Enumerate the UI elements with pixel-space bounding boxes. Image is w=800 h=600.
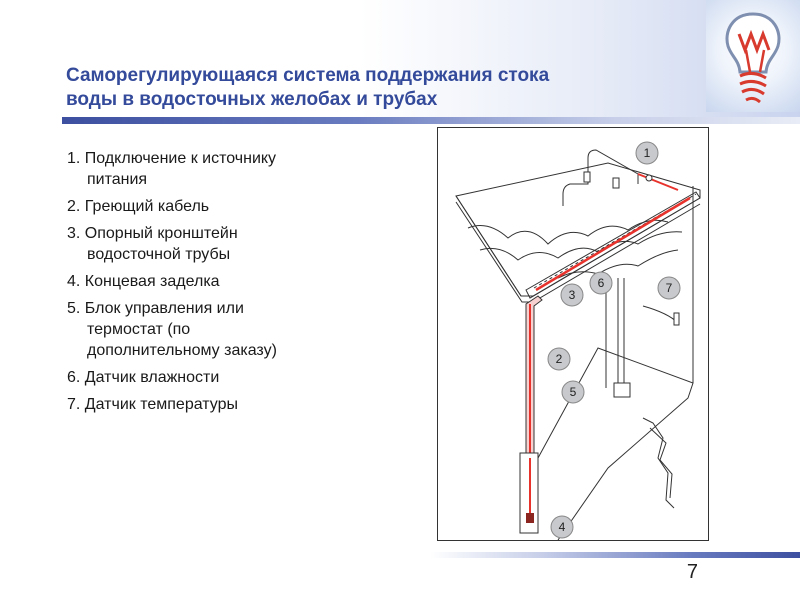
legend-item-6: 6. Датчик влажности bbox=[67, 367, 367, 388]
callout-7: 7 bbox=[657, 276, 681, 300]
legend-item-text: 5. Блок управления или bbox=[67, 300, 244, 317]
legend-item-text-continued: питания bbox=[87, 171, 148, 188]
callout-3-number: 3 bbox=[569, 288, 576, 302]
title-underline-bar bbox=[62, 117, 800, 124]
callout-1-number: 1 bbox=[644, 146, 651, 160]
legend-item-text: 4. Концевая заделка bbox=[67, 273, 220, 290]
callout-6-number: 6 bbox=[598, 276, 605, 290]
callout-6: 6 bbox=[589, 271, 613, 295]
legend-item-text-continued: дополнительному заказу) bbox=[87, 342, 277, 359]
callout-7-number: 7 bbox=[666, 281, 673, 295]
wall-and-floor bbox=[537, 278, 694, 540]
slide-title-line-2: воды в водосточных желобах и трубах bbox=[66, 89, 438, 110]
heating-cable-gutter bbox=[535, 196, 691, 292]
legend-item-3: 3. Опорный кронштейн водосточной трубы bbox=[67, 223, 367, 265]
callout-1: 1 bbox=[635, 141, 659, 165]
roof bbox=[455, 162, 701, 303]
callout-3: 3 bbox=[560, 283, 584, 307]
power-connection bbox=[562, 149, 679, 206]
slide-title: Саморегулирующаяся система поддержания с… bbox=[66, 64, 666, 112]
callout-2-number: 2 bbox=[556, 352, 563, 366]
callout-4: 4 bbox=[550, 515, 574, 539]
legend-item-2: 2. Греющий кабель bbox=[67, 196, 367, 217]
gutter-heating-diagram: 1 6 3 7 2 5 4 bbox=[437, 127, 709, 541]
sensor-wiring bbox=[605, 278, 680, 388]
legend-item-text-continued: термостат (по bbox=[87, 321, 191, 338]
header-background bbox=[0, 0, 800, 120]
page-number: 7 bbox=[686, 561, 698, 583]
callout-5: 5 bbox=[561, 380, 585, 404]
footer-bar bbox=[430, 552, 800, 558]
callout-2: 2 bbox=[547, 347, 571, 371]
diagram-drawing: 1 6 3 7 2 5 4 bbox=[455, 141, 701, 540]
lightbulb-logo bbox=[706, 0, 800, 112]
callout-5-number: 5 bbox=[570, 385, 577, 399]
legend-item-4: 4. Концевая заделка bbox=[67, 271, 367, 292]
legend-item-1: 1. Подключение к источнику питания bbox=[67, 148, 367, 190]
lightbulb-icon bbox=[725, 12, 781, 104]
legend-item-text: 3. Опорный кронштейн bbox=[67, 225, 238, 242]
legend-item-7: 7. Датчик температуры bbox=[67, 394, 367, 415]
callout-4-number: 4 bbox=[559, 520, 566, 534]
legend-item-text: 2. Греющий кабель bbox=[67, 198, 210, 215]
downpipe bbox=[519, 295, 543, 534]
legend-item-text: 7. Датчик температуры bbox=[67, 396, 238, 413]
legend-item-text: 1. Подключение к источнику bbox=[67, 150, 277, 167]
legend-item-5: 5. Блок управления или термостат (по доп… bbox=[67, 298, 367, 361]
legend-item-text-continued: водосточной трубы bbox=[87, 246, 231, 263]
legend-item-text: 6. Датчик влажности bbox=[67, 369, 220, 386]
component-legend: 1. Подключение к источнику питания 2. Гр… bbox=[67, 148, 367, 421]
slide-title-line-1: Саморегулирующаяся система поддержания с… bbox=[66, 65, 550, 86]
